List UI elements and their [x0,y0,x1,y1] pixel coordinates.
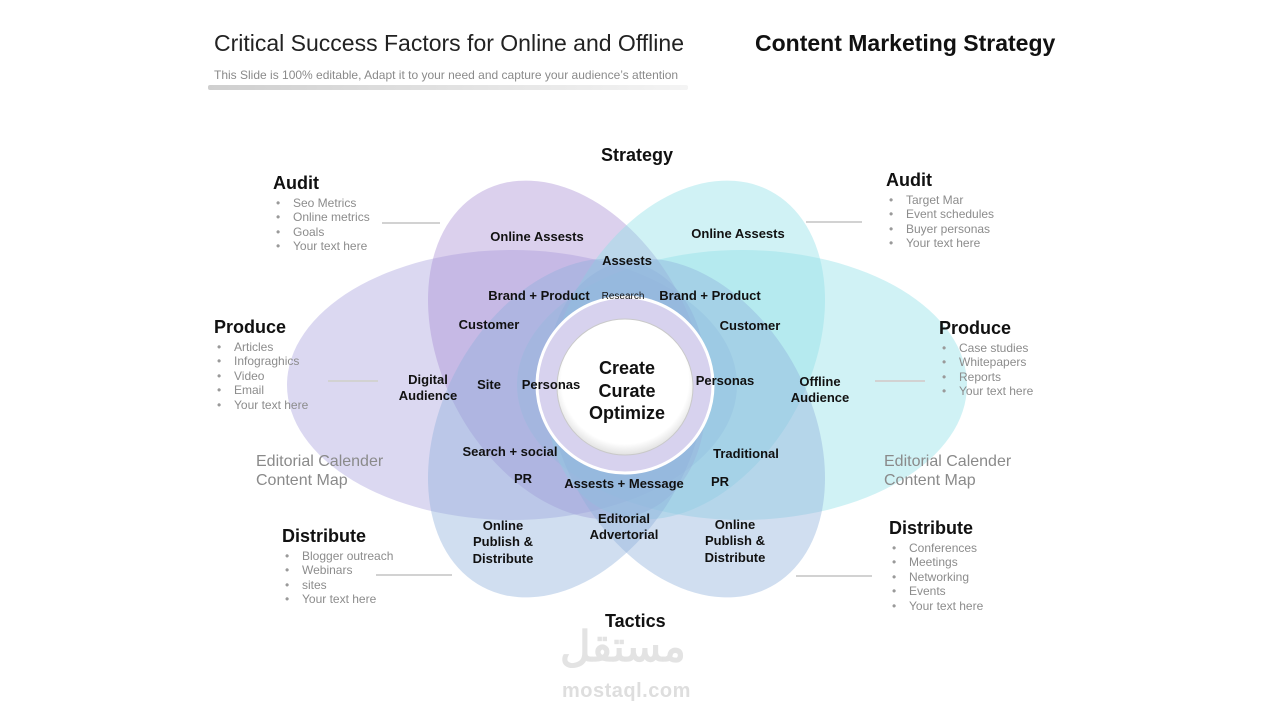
list-item: Meetings [889,555,983,570]
right-editorial-note: Editorial Calender Content Map [884,452,1011,490]
center-optimize: Optimize [589,403,665,423]
list-item: Event schedules [886,207,994,222]
label-online-publish-right-1: Online [715,517,755,532]
list-item: Buyer personas [886,222,994,237]
right-distribute-heading: Distribute [889,518,974,538]
label-personas-left: Personas [522,377,581,392]
right-audit-list: Target Mar Event schedules Buyer persona… [886,193,994,251]
right-distribute-list: Conferences Meetings Networking Events Y… [889,541,983,613]
label-offline: Offline [799,374,840,389]
list-item: Your text here [889,599,983,614]
list-item: sites [282,578,393,593]
label-advertorial: Advertorial [590,527,659,542]
connector-line [328,380,378,382]
connector-line [796,575,872,577]
left-distribute-heading: Distribute [282,526,367,546]
list-item: Seo Metrics [273,196,370,211]
label-traditional: Traditional [713,446,779,461]
connector-line [382,222,440,224]
label-online-publish-left-1: Online [483,518,523,533]
note-line: Editorial Calender [884,453,1012,470]
list-item: Online metrics [273,210,370,225]
center-create: Create [599,358,655,378]
list-item: Target Mar [886,193,994,208]
connector-line [875,380,925,382]
label-brand-product-left: Brand + Product [488,288,590,303]
list-item: Video [214,369,308,384]
list-item: Your text here [886,236,994,251]
list-item: Whitepapers [939,355,1033,370]
label-assests-message: Assests + Message [564,476,684,491]
list-item: Your text here [282,592,393,607]
label-online-assests-right: Online Assests [691,226,784,241]
label-online-publish-right-2: Publish & [705,533,765,548]
slide-title-bold: Content Marketing Strategy [755,30,1056,56]
note-line: Content Map [256,472,348,489]
label-digital-audience: Audience [399,388,458,403]
label-brand-product-right: Brand + Product [659,288,761,303]
left-audit-list: Seo Metrics Online metrics Goals Your te… [273,196,370,254]
label-online-publish-left-3: Distribute [473,551,534,566]
list-item: Goals [273,225,370,240]
label-online-publish-left-2: Publish & [473,534,533,549]
label-research: Research [602,291,645,302]
left-audit-heading: Audit [273,173,319,193]
label-online-assests-left: Online Assests [490,229,583,244]
label-customer-left: Customer [459,317,520,332]
slide-subtitle: This Slide is 100% editable, Adapt it to… [214,68,679,82]
watermark-arabic: مستقل [560,623,686,670]
list-item: Conferences [889,541,983,556]
note-line: Content Map [884,472,976,489]
list-item: Webinars [282,563,393,578]
list-item: Networking [889,570,983,585]
label-pr-right: PR [711,474,730,489]
left-distribute-list: Blogger outreach Webinars sites Your tex… [282,549,393,607]
connector-line [376,574,452,576]
right-produce-list: Case studies Whitepapers Reports Your te… [939,341,1033,399]
watermark-latin: mostaql.com [562,680,691,702]
label-customer-right: Customer [720,318,781,333]
list-item: Infograghics [214,354,308,369]
left-produce-heading: Produce [214,317,287,337]
right-audit-block: Audit Target Mar Event schedules Buyer p… [886,170,994,251]
label-search-social: Search + social [462,444,557,459]
connector-line [806,221,862,223]
note-line: Editorial Calender [256,453,384,470]
list-item: Your text here [939,384,1033,399]
axis-strategy: Strategy [601,145,674,165]
list-item: Events [889,584,983,599]
axis-tactics: Tactics [605,611,666,631]
left-distribute-block: Distribute Blogger outreach Webinars sit… [282,526,393,607]
label-pr-left: PR [514,471,533,486]
center-disc [556,318,694,456]
list-item: Blogger outreach [282,549,393,564]
list-item: Reports [939,370,1033,385]
list-item: Case studies [939,341,1033,356]
label-assests: Assests [602,253,652,268]
label-offline-audience: Audience [791,390,850,405]
label-online-publish-right-3: Distribute [705,550,766,565]
label-editorial: Editorial [598,511,650,526]
right-produce-block: Produce Case studies Whitepapers Reports… [939,318,1033,399]
list-item: Your text here [214,398,308,413]
list-item: Articles [214,340,308,355]
label-digital: Digital [408,372,448,387]
subtitle-underline [208,85,688,90]
right-produce-heading: Produce [939,318,1012,338]
label-site: Site [477,377,501,392]
left-produce-block: Produce Articles Infograghics Video Emai… [214,317,308,412]
left-audit-block: Audit Seo Metrics Online metrics Goals Y… [273,173,370,254]
label-personas-right: Personas [696,373,755,388]
right-audit-heading: Audit [886,170,932,190]
list-item: Your text here [273,239,370,254]
list-item: Email [214,383,308,398]
right-distribute-block: Distribute Conferences Meetings Networki… [889,518,983,613]
left-produce-list: Articles Infograghics Video Email Your t… [214,340,308,412]
slide-title: Critical Success Factors for Online and … [214,30,684,56]
left-editorial-note: Editorial Calender Content Map [256,452,383,490]
center-curate: Curate [598,381,655,401]
